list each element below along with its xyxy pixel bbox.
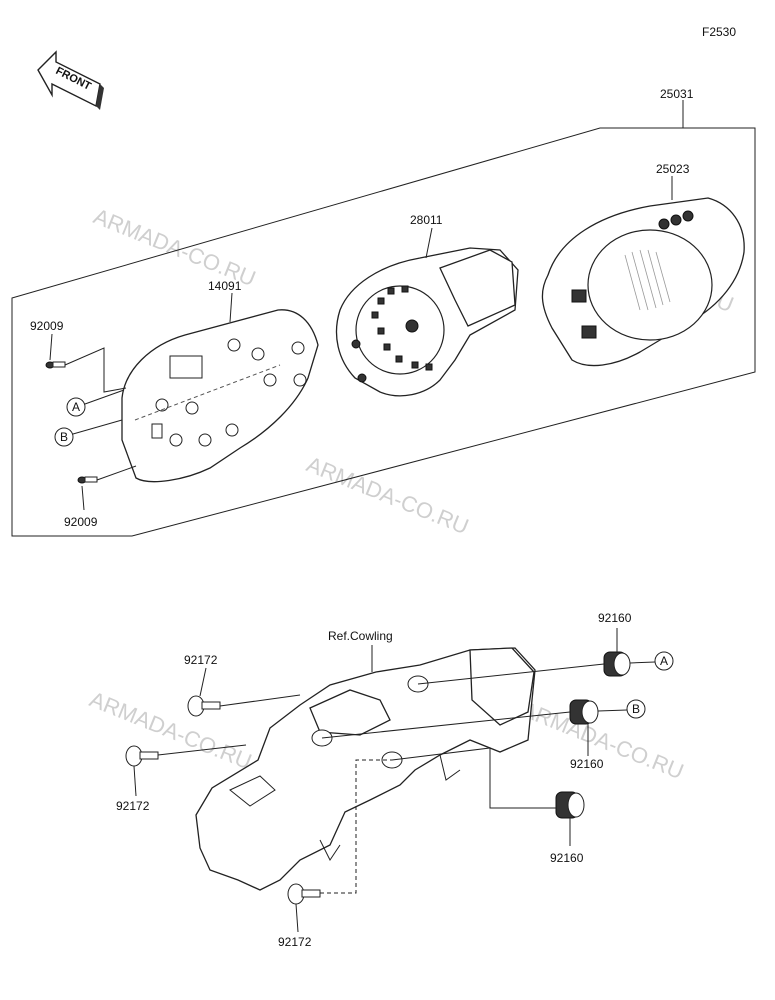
part-25031: 25031 — [660, 87, 694, 101]
grommet-92160-top — [603, 651, 631, 677]
cowling-bracket — [195, 647, 536, 891]
callout-a-right: A — [629, 651, 674, 671]
svg-text:B: B — [632, 702, 640, 716]
part-92009-bottom: 92009 — [64, 515, 98, 529]
part-92160-mid: 92160 — [570, 757, 604, 771]
grommet-92160-bottom — [555, 791, 585, 819]
leader-92009-bottom — [96, 465, 137, 481]
part-92172-top: 92172 — [184, 653, 218, 667]
callout-a-left: A — [66, 389, 125, 417]
front-arrow-icon: FRONT — [37, 50, 104, 110]
part-92172-bottom: 92172 — [278, 935, 312, 949]
screw-92009-bottom — [77, 476, 98, 484]
leader-92009-top — [64, 347, 127, 393]
watermark-3: ARMADA-CO.RU — [303, 451, 472, 539]
leader-28011 — [425, 227, 433, 259]
watermark-4: ARMADA-CO.RU — [86, 686, 255, 774]
callout-b-left: B — [54, 419, 123, 447]
leader-92160-top — [417, 663, 605, 685]
screw-92172-bottom — [287, 883, 321, 905]
ref-cowling-note: Ref.Cowling — [328, 629, 393, 643]
svg-text:B: B — [60, 430, 68, 444]
diagram-code: F2530 — [702, 25, 736, 39]
leader-92172-top — [219, 694, 301, 707]
part-92160-bottom: 92160 — [550, 851, 584, 865]
meter-cover-25023 — [541, 197, 745, 367]
leader-92172-bottom — [320, 759, 392, 894]
leader-92160-mid — [321, 711, 571, 739]
leader-14091 — [229, 292, 233, 323]
part-28011: 28011 — [410, 213, 443, 227]
watermark-5: ARMADA-CO.RU — [518, 696, 687, 784]
part-14091: 14091 — [208, 279, 242, 293]
svg-text:A: A — [660, 654, 668, 668]
meter-case-14091 — [121, 309, 319, 483]
meter-unit-28011 — [335, 247, 519, 397]
part-92160-top: 92160 — [598, 611, 632, 625]
screw-92172-mid — [125, 745, 159, 767]
leader-92172-mid — [157, 744, 247, 756]
assembly-outline — [11, 127, 756, 537]
screw-92172-top — [187, 695, 221, 717]
part-92172-mid: 92172 — [116, 799, 150, 813]
callout-b-right: B — [597, 699, 646, 719]
svg-text:A: A — [72, 400, 80, 414]
screw-92009-top — [45, 361, 66, 369]
leader-92160-bottom — [391, 747, 556, 809]
part-25023: 25023 — [656, 162, 690, 176]
part-92009-top: 92009 — [30, 319, 64, 333]
grommet-92160-mid — [569, 699, 599, 725]
